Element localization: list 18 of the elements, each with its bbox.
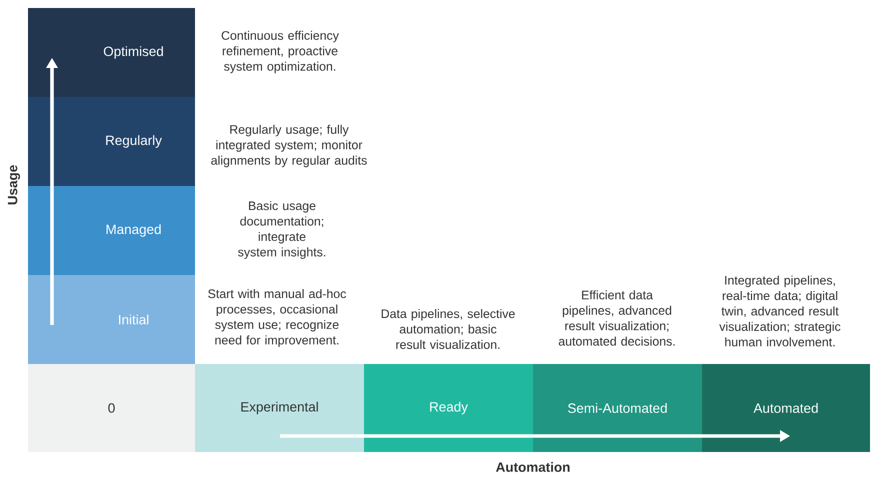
level-band: Automated [702, 364, 870, 452]
level-band: Regularly [28, 97, 195, 186]
axis-title: Automation [496, 462, 570, 472]
level-band: Ready [364, 364, 533, 452]
description-text: Continuous efficiency refinement, proactive system optimization. [222, 30, 339, 74]
description-text: Data pipelines, selective automation; basic result visualization. [382, 309, 515, 349]
level-band: Managed [28, 186, 195, 275]
level-band: 0 [28, 364, 195, 452]
level-band: Initial [28, 275, 195, 364]
axis-title: Usage [8, 165, 20, 204]
description-text: Efficient data pipelines, advanced result visualization; automated decisions. [558, 290, 675, 346]
description-text: Regularly usage; fully integrated system; monitor alignments by regular audits [211, 124, 367, 168]
level-band: Semi-Automated [533, 364, 702, 452]
level-band: Experimental [195, 364, 364, 452]
level-band: Optimised [28, 8, 195, 97]
description-text: Basic usage documentation; integrate system insights. [238, 201, 326, 259]
description-text: Integrated pipelines, real-time data; digital twin, advanced result visualization; strategic human involvement. [719, 276, 840, 346]
description-text: Start with manual ad-hoc processes, occasional system use; recognize need for improvement. [208, 289, 346, 347]
